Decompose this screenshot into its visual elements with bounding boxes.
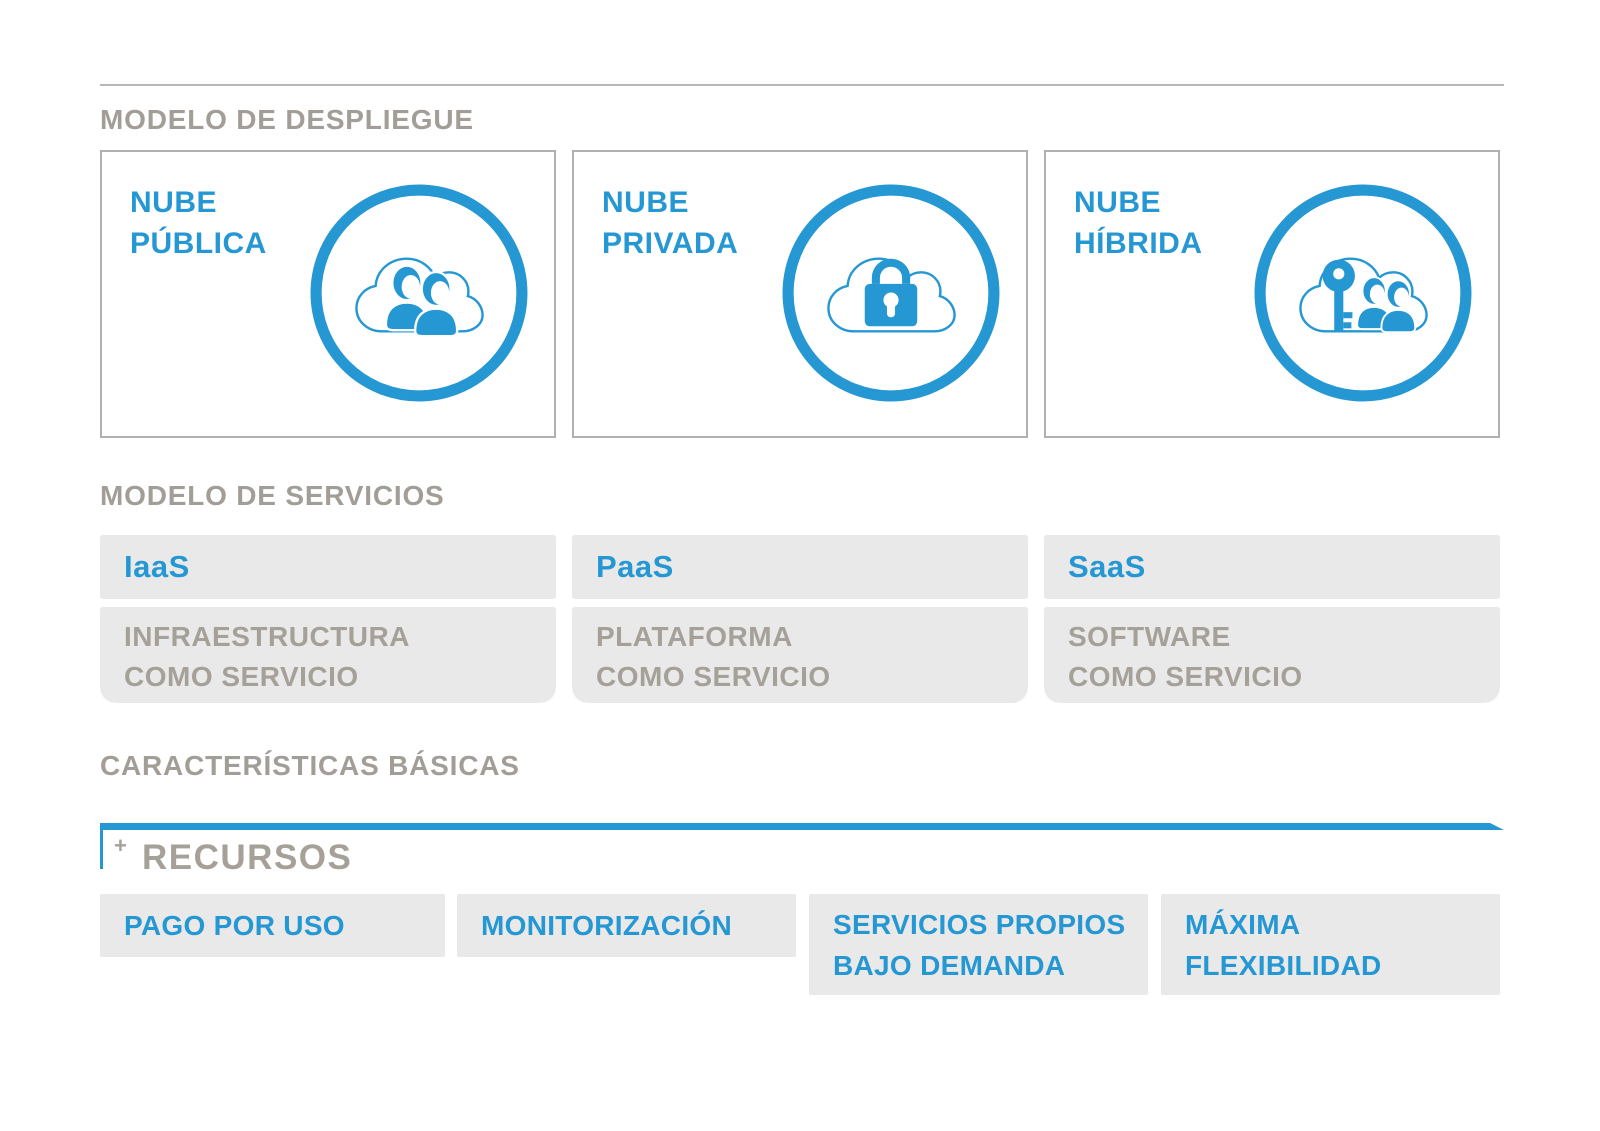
card-label-line1: NUBE bbox=[130, 186, 218, 219]
card-label-line2: PÚBLICA bbox=[130, 227, 267, 260]
resources-accent-bar bbox=[100, 823, 1504, 830]
characteristics-section-title: CARACTERÍSTICAS BÁSICAS bbox=[100, 750, 520, 781]
cloud-key-users-icon bbox=[1252, 182, 1474, 404]
service-description-iaas: INFRAESTRUCTURA COMO SERVICIO bbox=[100, 607, 556, 703]
feature-line1: MÁXIMA bbox=[1185, 908, 1301, 940]
feature-box-max-flexibility: MÁXIMA FLEXIBILIDAD bbox=[1161, 894, 1500, 995]
deployment-section-title: MODELO DE DESPLIEGUE bbox=[100, 104, 474, 135]
plus-sign: + bbox=[114, 833, 127, 858]
cloud-lock-icon bbox=[780, 182, 1002, 404]
service-desc-line1: PLATAFORMA bbox=[596, 621, 793, 652]
service-header-paas: PaaS bbox=[572, 535, 1028, 599]
feature-line2: BAJO DEMANDA bbox=[833, 949, 1066, 981]
service-abbr: IaaS bbox=[124, 549, 190, 584]
deployment-card-private-cloud: NUBE PRIVADA bbox=[572, 150, 1028, 438]
feature-box-pay-per-use: PAGO POR USO bbox=[100, 894, 445, 957]
services-section-title: MODELO DE SERVICIOS bbox=[100, 480, 445, 511]
service-desc-line2: COMO SERVICIO bbox=[1068, 661, 1303, 692]
service-abbr: SaaS bbox=[1068, 549, 1146, 584]
top-divider bbox=[100, 84, 1504, 86]
card-label-line2: HÍBRIDA bbox=[1074, 227, 1203, 260]
service-desc-line1: SOFTWARE bbox=[1068, 621, 1231, 652]
service-abbr: PaaS bbox=[596, 549, 674, 584]
service-description-paas: PLATAFORMA COMO SERVICIO bbox=[572, 607, 1028, 703]
resources-label: RECURSOS bbox=[142, 838, 353, 877]
deployment-card-public-cloud: NUBE PÚBLICA bbox=[100, 150, 556, 438]
card-label: NUBE PRIVADA bbox=[602, 182, 738, 264]
feature-box-monitoring: MONITORIZACIÓN bbox=[457, 894, 796, 957]
card-label: NUBE HÍBRIDA bbox=[1074, 182, 1203, 264]
service-desc-line2: COMO SERVICIO bbox=[124, 661, 359, 692]
service-desc-line1: INFRAESTRUCTURA bbox=[124, 621, 410, 652]
feature-line2: FLEXIBILIDAD bbox=[1185, 949, 1382, 981]
deployment-card-hybrid-cloud: NUBE HÍBRIDA bbox=[1044, 150, 1500, 438]
feature-line1: PAGO POR USO bbox=[124, 910, 345, 941]
card-label-line2: PRIVADA bbox=[602, 227, 739, 260]
cloud-users-icon bbox=[308, 182, 530, 404]
service-header-iaas: IaaS bbox=[100, 535, 556, 599]
service-description-saas: SOFTWARE COMO SERVICIO bbox=[1044, 607, 1500, 703]
feature-box-on-demand-services: SERVICIOS PROPIOS BAJO DEMANDA bbox=[809, 894, 1148, 995]
card-label-line1: NUBE bbox=[602, 186, 690, 219]
service-desc-line2: COMO SERVICIO bbox=[596, 661, 831, 692]
feature-line1: MONITORIZACIÓN bbox=[481, 910, 733, 941]
resources-accent-tick bbox=[100, 823, 103, 869]
service-header-saas: SaaS bbox=[1044, 535, 1500, 599]
card-label: NUBE PÚBLICA bbox=[130, 182, 267, 264]
feature-line1: SERVICIOS PROPIOS bbox=[833, 908, 1126, 940]
card-label-line1: NUBE bbox=[1074, 186, 1162, 219]
